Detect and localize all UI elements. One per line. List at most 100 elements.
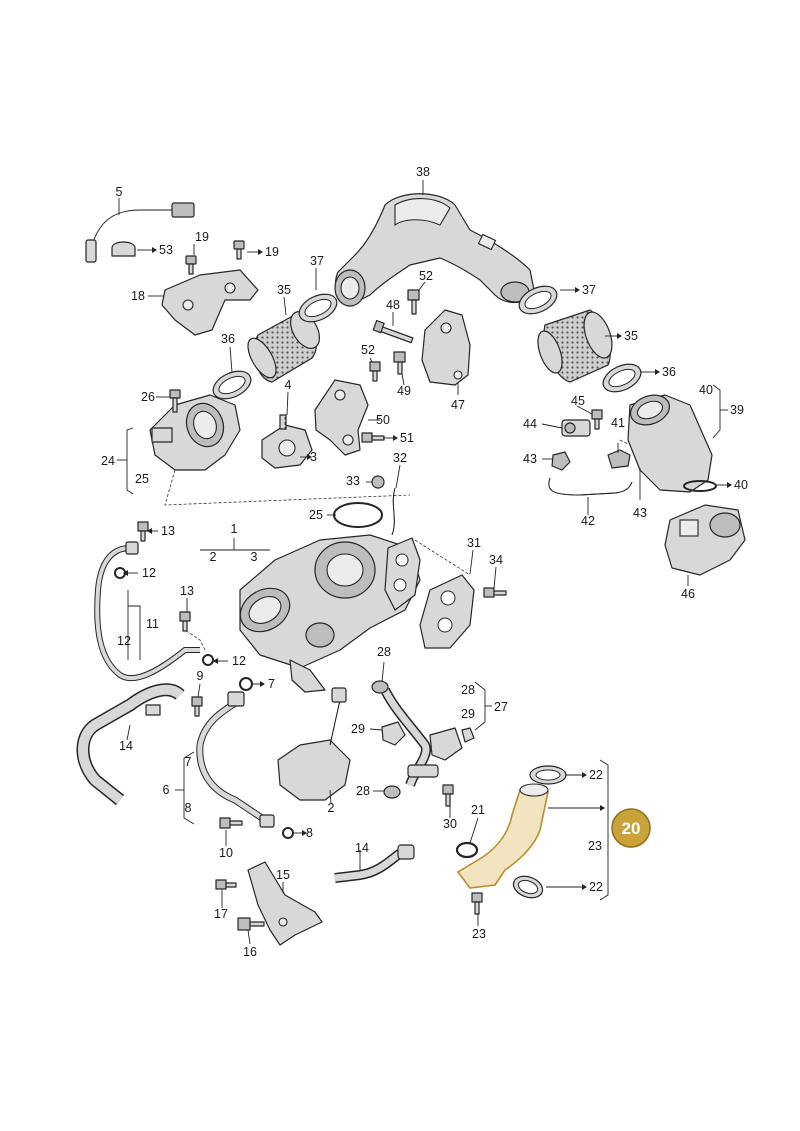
label-37-right: 37 xyxy=(582,283,596,297)
flange-3 xyxy=(261,414,313,469)
label-46: 46 xyxy=(681,587,695,601)
label-29-bracket: 29 xyxy=(461,707,475,721)
label-14-bottom: 14 xyxy=(355,841,369,855)
pipe-32 xyxy=(391,487,396,536)
label-7-bracket: 7 xyxy=(185,755,192,769)
label-22-lower: 22 xyxy=(589,880,603,894)
bolt-16 xyxy=(237,917,265,931)
gasket-31 xyxy=(384,537,421,611)
label-28-lower: 28 xyxy=(356,784,370,798)
label-5: 5 xyxy=(116,185,123,199)
bolt-19-left xyxy=(185,255,197,275)
label-28-upper: 28 xyxy=(377,645,391,659)
coolant-pipe-27 xyxy=(380,687,463,787)
sensor-44 xyxy=(561,419,591,437)
label-1: 1 xyxy=(231,522,238,536)
washer-8 xyxy=(282,827,294,839)
label-50: 50 xyxy=(376,413,390,427)
label-15: 15 xyxy=(276,868,290,882)
leaders xyxy=(118,180,732,945)
label-4: 4 xyxy=(285,378,292,392)
label-9: 9 xyxy=(197,669,204,683)
ring-21 xyxy=(455,841,479,859)
mesh-hose-35-right xyxy=(537,309,613,383)
part-labels: 5 53 19 19 18 38 37 35 52 48 37 35 36 52… xyxy=(101,165,748,959)
label-13-upper: 13 xyxy=(161,524,175,538)
label-48: 48 xyxy=(386,298,400,312)
bolt-49 xyxy=(393,351,406,375)
label-36-right: 36 xyxy=(662,365,676,379)
bolt-19-right xyxy=(233,240,245,260)
flange-housing-41 xyxy=(627,394,713,493)
gasket-plate-31b xyxy=(419,574,475,649)
bracket-50 xyxy=(314,379,369,456)
bracket-47 xyxy=(421,309,471,386)
oil-line-11 xyxy=(94,541,200,682)
oil-pipe-6 xyxy=(196,691,275,828)
bolt-13-lower xyxy=(179,611,191,632)
label-37-left: 37 xyxy=(310,254,324,268)
bolt-13-upper xyxy=(137,521,149,542)
label-8-right: 8 xyxy=(306,826,313,840)
clamp-37-right xyxy=(518,285,558,315)
group-brackets xyxy=(117,384,728,901)
gasket-25-center xyxy=(333,502,383,528)
label-12-upper: 12 xyxy=(142,566,156,580)
label-19-right: 19 xyxy=(265,245,279,259)
label-35-left: 35 xyxy=(277,283,291,297)
label-28-bracket: 28 xyxy=(461,683,475,697)
label-17: 17 xyxy=(214,907,228,921)
label-27: 27 xyxy=(494,700,508,714)
bracket-15 xyxy=(247,861,323,946)
label-14-left: 14 xyxy=(119,739,133,753)
label-13-lower: 13 xyxy=(180,584,194,598)
label-43-left: 43 xyxy=(523,452,537,466)
label-44: 44 xyxy=(523,417,537,431)
bolt-17 xyxy=(215,879,237,890)
label-32: 32 xyxy=(393,451,407,465)
label-38: 38 xyxy=(416,165,430,179)
clamp-36-left xyxy=(212,370,252,400)
label-30: 30 xyxy=(443,817,457,831)
label-39: 39 xyxy=(730,403,744,417)
bracket-18 xyxy=(161,269,259,336)
label-52-top: 52 xyxy=(419,269,433,283)
label-6: 6 xyxy=(163,783,170,797)
hose-14-bottom xyxy=(334,844,415,883)
label-12-lower: 12 xyxy=(232,654,246,668)
clamp-22-upper xyxy=(529,765,567,785)
washer-7 xyxy=(239,677,253,691)
clip-29b xyxy=(461,727,475,743)
label-24: 24 xyxy=(101,454,115,468)
bolt-45 xyxy=(591,409,603,430)
bolt-48 xyxy=(372,319,414,344)
sensor-5 xyxy=(85,202,195,263)
label-3-right: 3 xyxy=(310,450,317,464)
part-20-badge[interactable]: 20 xyxy=(611,808,651,848)
badge-text: 20 xyxy=(622,819,641,838)
label-7-right: 7 xyxy=(268,677,275,691)
turbocharger-1 xyxy=(239,534,421,693)
label-34: 34 xyxy=(489,553,503,567)
label-23-bottom: 23 xyxy=(472,927,486,941)
label-36-left: 36 xyxy=(221,332,235,346)
label-25-center: 25 xyxy=(309,508,323,522)
nut-43-left xyxy=(551,451,571,471)
bolt-23 xyxy=(471,892,483,915)
seal-ring-40-lower xyxy=(683,480,717,492)
bolt-9 xyxy=(191,696,203,717)
label-19-left: 19 xyxy=(195,230,209,244)
label-47: 47 xyxy=(451,398,465,412)
label-51: 51 xyxy=(400,431,414,445)
intake-pipe-38 xyxy=(334,193,536,307)
label-40-upper: 40 xyxy=(699,383,713,397)
label-8-bracket: 8 xyxy=(185,801,192,815)
label-2-bottom: 2 xyxy=(328,801,335,815)
label-18: 18 xyxy=(131,289,145,303)
label-43-right: 43 xyxy=(633,506,647,520)
clamp-22-lower xyxy=(512,875,544,899)
label-21: 21 xyxy=(471,803,485,817)
label-10: 10 xyxy=(219,846,233,860)
bolt-10 xyxy=(219,817,243,829)
label-3-top: 3 xyxy=(251,550,258,564)
